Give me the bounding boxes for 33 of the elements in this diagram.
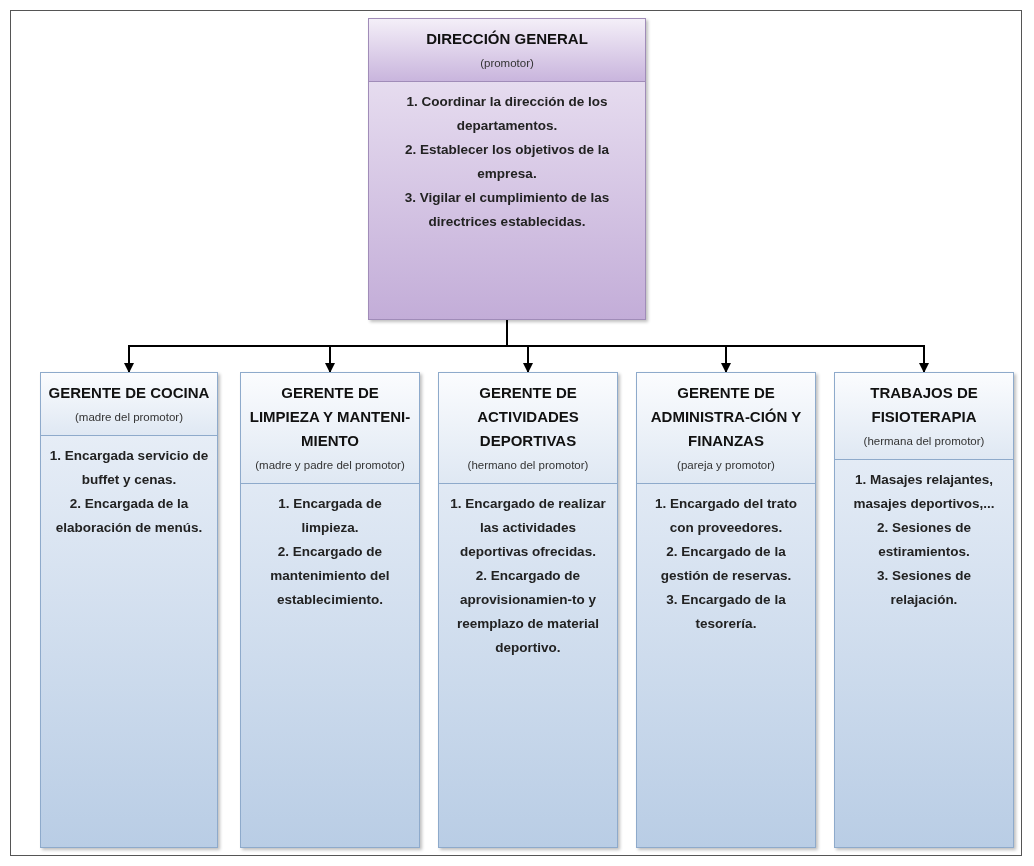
role-title: DIRECCIÓN GENERAL bbox=[425, 29, 589, 49]
role-note: (hermano del promotor) bbox=[466, 458, 590, 473]
duty-text: 1. Encargada servicio de buffet y cenas. bbox=[49, 447, 209, 489]
role-note: (madre del promotor) bbox=[74, 410, 184, 425]
duty-text: 2. Encargado de la gestión de reservas. bbox=[659, 543, 793, 585]
duty-text: 1. Coordinar la dirección de los departamentos. bbox=[405, 93, 609, 135]
duty-text: 1. Encargado de realizar las actividades deportivas ofrecidas. bbox=[449, 495, 607, 561]
duty-text: 1. Masajes relajantes, masajes deportivos,... bbox=[852, 471, 996, 513]
role-note: (pareja y promotor) bbox=[676, 458, 776, 473]
org-box bbox=[368, 18, 646, 320]
org-box bbox=[636, 372, 816, 848]
role-note: (promotor) bbox=[479, 56, 535, 71]
duty-text: 3. Encargado de la tesorería. bbox=[665, 591, 787, 633]
role-note: (hermana del promotor) bbox=[862, 434, 986, 449]
role-title: GERENTE DE ACTIVIDADES DEPORTIVAS bbox=[476, 383, 580, 451]
duty-text: 3. Sesiones de relajación. bbox=[876, 567, 972, 609]
duty-text: 3. Vigilar el cumplimiento de las directrices establecidas. bbox=[403, 189, 611, 231]
org-box bbox=[438, 372, 618, 848]
role-note: (madre y padre del promotor) bbox=[254, 458, 406, 473]
role-title: TRABAJOS DE FISIOTERAPIA bbox=[869, 383, 979, 427]
duty-text: 1. Encargado del trato con proveedores. bbox=[654, 495, 798, 537]
role-title: GERENTE DE COCINA bbox=[47, 383, 211, 403]
duty-text: 1. Encargada de limpieza. bbox=[277, 495, 383, 537]
duty-text: 2. Encargada de la elaboración de menús. bbox=[54, 495, 204, 537]
duty-text: 2. Encargado de mantenimiento del establecimiento. bbox=[269, 543, 391, 609]
duty-text: 2. Sesiones de estiramientos. bbox=[876, 519, 972, 561]
org-box bbox=[834, 372, 1014, 848]
org-box bbox=[40, 372, 218, 848]
role-title: GERENTE DE ADMINISTRA-CIÓN Y FINANZAS bbox=[649, 383, 803, 451]
org-box bbox=[240, 372, 420, 848]
duty-text: 2. Encargado de aprovisionamien-to y reemplazo de material deportivo. bbox=[456, 567, 600, 657]
role-title: GERENTE DE LIMPIEZA Y MANTENI-MIENTO bbox=[248, 383, 412, 451]
duty-text: 2. Establecer los objetivos de la empresa. bbox=[403, 141, 611, 183]
